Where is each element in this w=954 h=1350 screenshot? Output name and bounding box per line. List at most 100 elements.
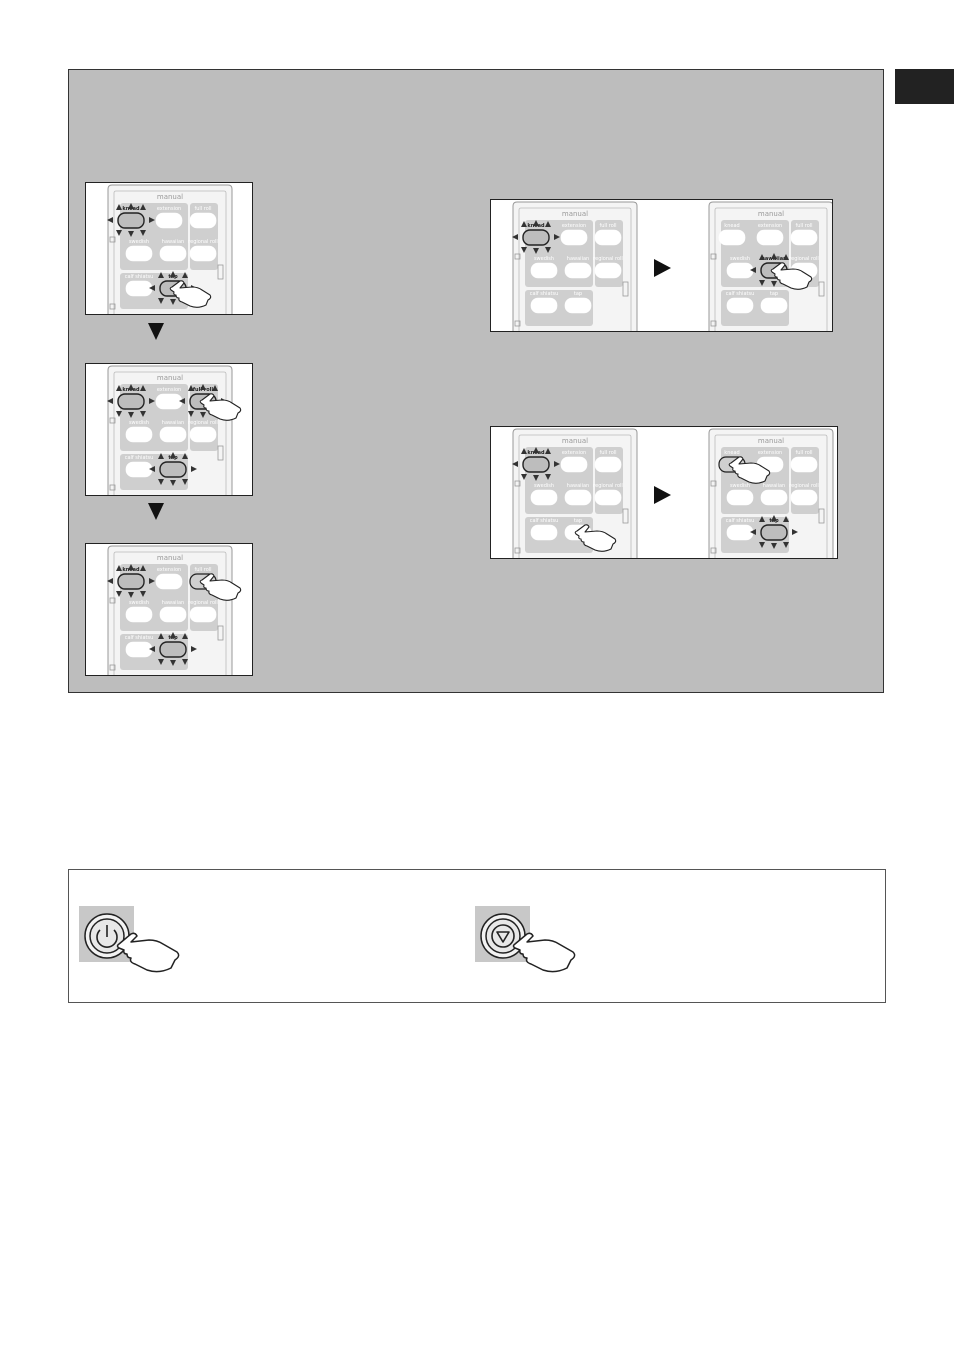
remote-label-ext: extension [562,223,586,229]
blink-indicator-icon [512,447,560,481]
remote-label-fullroll: full roll [194,206,211,212]
remote-button-calf [125,461,153,478]
remote-label-regional: regional roll [188,600,218,606]
remote-label-ext: extension [157,206,181,212]
power-button-icon [79,906,189,976]
remote-button-swedish [530,262,558,279]
hand-pointer-icon [199,393,242,421]
remote-button-fullroll [189,212,217,229]
hand-pointer-icon [728,456,771,484]
right-arrow-icon [654,486,671,504]
remote-header: manual [758,437,784,445]
remote-label-calf: calf shiatsu [125,274,154,280]
remote-button-hawaiian [564,262,592,279]
remote-label-calf: calf shiatsu [125,455,154,461]
remote-button-ext [155,573,183,590]
remote-label-hawaiian: hawaiian [162,600,184,606]
remote-button-knead [117,393,145,410]
remote-label-fullroll: full roll [194,567,211,573]
hand-pointer-icon [199,573,242,601]
remote-label-hawaiian: hawaiian [567,483,589,489]
blink-indicator-icon [750,515,798,549]
down-arrow-icon [148,503,164,520]
remote-button-ext [155,212,183,229]
remote-button-fullroll [594,456,622,473]
remote-button-hawaiian [159,426,187,443]
remote-button-regional [594,489,622,506]
remote-label-hawaiian: hawaiian [763,483,785,489]
hand-pointer-icon [116,932,180,973]
blink-indicator-icon [149,452,197,486]
remote-button-calf [125,280,153,297]
remote-label-swedish: swedish [129,600,149,606]
remote-header: manual [562,210,588,218]
remote-header: manual [157,554,183,562]
remote-label-ext: extension [758,223,782,229]
remote-button-ext [560,456,588,473]
remote-button-regional [189,426,217,443]
remote-label-swedish: swedish [730,256,750,262]
remote-header: manual [157,374,183,382]
remote-label-fullroll: full roll [795,223,812,229]
remote-label-calf: calf shiatsu [726,518,755,524]
remote-button-knead [117,573,145,590]
remote-label-knead: knead [724,223,739,229]
remote-label-swedish: swedish [534,256,554,262]
remote-label-swedish: swedish [129,239,149,245]
remote-button-tap [760,524,788,541]
remote-label-hawaiian: hawaiian [162,239,184,245]
remote-button-regional [790,489,818,506]
remote-pair-switch-hawaiian: manual knead extension full roll swedish hawa… [490,199,833,332]
hand-pointer-icon [574,524,617,552]
remote-label-knead: knead [724,450,739,456]
remote-label-swedish: swedish [534,483,554,489]
blink-indicator-icon [107,564,155,598]
remote-button-ext [756,229,784,246]
remote-header: manual [157,193,183,201]
remote-label-tap: tap [574,291,582,297]
section-tab [895,69,954,104]
right-arrow-icon [654,259,671,277]
remote-button-tap [159,461,187,478]
remote-button-swedish [530,489,558,506]
remote-button-ext [560,229,588,246]
remote-label-regional: regional roll [789,256,819,262]
remote-label-fullroll: full roll [599,223,616,229]
remote-button-hawaiian [760,489,788,506]
remote-label-hawaiian: hawaiian [567,256,589,262]
remote-label-regional: regional roll [789,483,819,489]
remote-button-knead [522,456,550,473]
hand-pointer-icon [169,280,212,308]
remote-button-hawaiian [159,606,187,623]
blink-indicator-icon [107,384,155,418]
remote-button-fullroll [790,456,818,473]
remote-label-regional: regional roll [188,239,218,245]
remote-label-ext: extension [157,567,181,573]
remote-button-swedish [125,606,153,623]
remote-label-hawaiian: hawaiian [162,420,184,426]
hand-pointer-icon [512,932,576,973]
remote-button-knead [718,229,746,246]
remote-button-knead [522,229,550,246]
remote-label-regional: regional roll [593,483,623,489]
blink-indicator-icon [149,632,197,666]
remote-button-regional [189,245,217,262]
remote-label-regional: regional roll [593,256,623,262]
remote-label-calf: calf shiatsu [726,291,755,297]
buttons-figure [68,869,886,1003]
remote-label-swedish: swedish [129,420,149,426]
remote-label-tap: tap [770,291,778,297]
remote-button-swedish [125,245,153,262]
blink-indicator-icon [512,220,560,254]
remote-button-tap [760,297,788,314]
remote-button-fullroll [594,229,622,246]
remote-button-swedish [726,489,754,506]
hand-pointer-icon [770,262,813,290]
